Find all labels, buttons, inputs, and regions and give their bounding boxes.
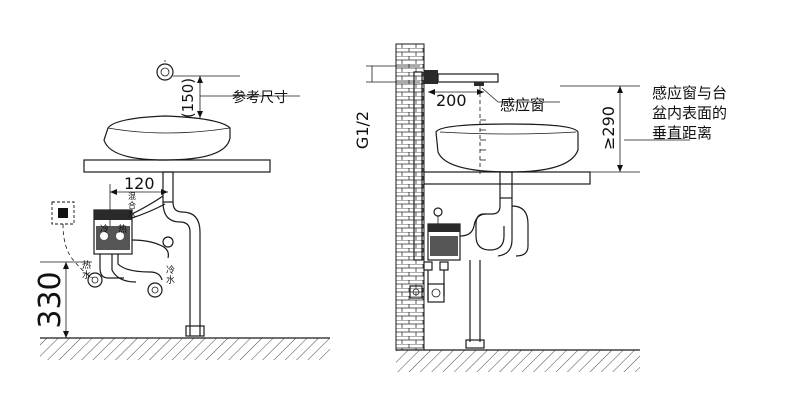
faucet-sensor-head [156,60,174,81]
hot-label-box: 热 [118,223,127,235]
dim-120-horizontal [109,184,168,230]
dim-150-label: (150) [179,78,197,118]
dim-330-vertical [40,261,92,338]
right-controller [423,207,487,300]
left-floor [40,337,330,360]
wall-valves [409,283,445,303]
wall-outlet-box [51,201,75,225]
faucet-spout [424,70,499,86]
ref-size-label: 参考尺寸 [232,89,288,106]
right-side-view: G1/2 200 感应窗 [353,43,727,372]
left-basin [103,115,231,161]
dim-200-horizontal [428,89,484,95]
hot-water-label: 热 水 [82,259,91,281]
brick-wall [395,43,425,351]
left-drain-pipe [162,171,205,337]
svg-text:冷: 冷 [166,264,175,276]
dim-290-vertical [560,85,690,173]
svg-text:合: 合 [128,200,136,210]
dim-330-label: 330 [33,271,68,328]
distance-note: 感应窗与台 盆内表面的 垂直距离 [652,84,727,142]
svg-text:盆内表面的: 盆内表面的 [652,104,727,122]
right-countertop [423,171,591,185]
dim-150-vertical [173,75,300,118]
pipe-thread-label: G1/2 [353,111,372,149]
svg-text:混: 混 [128,192,136,201]
cold-label-box: 冷 [100,223,109,235]
cold-water-label: 冷 水 [166,264,175,286]
left-countertop [83,159,271,173]
right-drain-trap [465,171,529,349]
controller-box [93,209,133,255]
right-floor [396,349,640,372]
right-basin [435,123,579,173]
cold-water-valve [147,282,163,298]
dim-290-label: ≥290 [599,106,618,150]
svg-text:水: 水 [82,269,91,281]
svg-text:感应窗与台: 感应窗与台 [652,84,727,102]
svg-text:水: 水 [166,274,175,286]
supply-pipe [413,71,423,261]
mixed-water-label: 混 合 水 [128,192,136,219]
dim-120-label: 120 [124,174,155,193]
sensor-window-label: 感应窗 [500,96,545,114]
flexible-hoses [99,195,174,283]
sensor-window-leader [481,87,560,103]
svg-text:热: 热 [82,259,91,271]
dim-200-label: 200 [436,91,467,110]
hot-water-valve [87,272,103,288]
dim-g12 [366,65,420,83]
left-front-view: (150) 参考尺寸 120 [33,60,330,360]
svg-text:垂直距离: 垂直距离 [652,124,712,142]
sensor-ruler-ticks [480,119,486,161]
